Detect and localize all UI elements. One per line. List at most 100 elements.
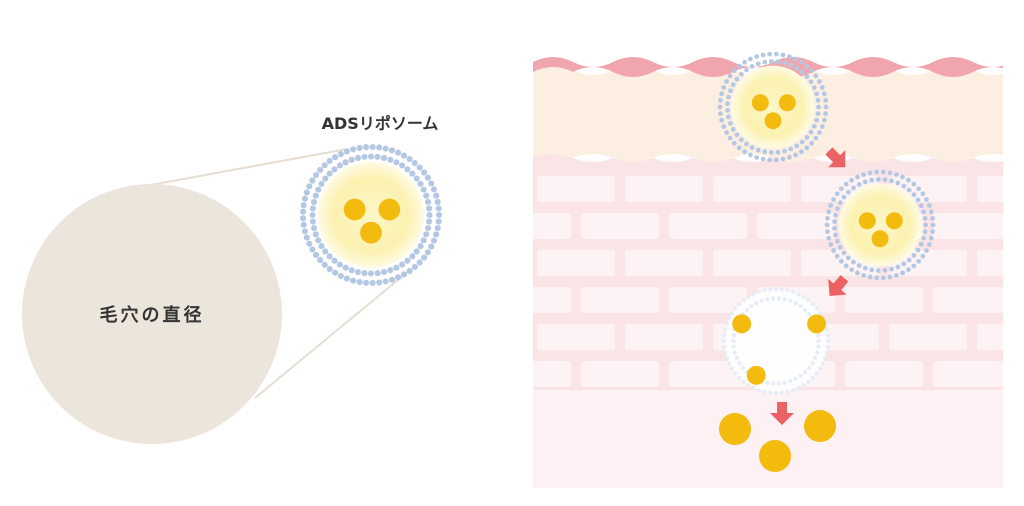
membrane-dot <box>754 301 759 306</box>
membrane-dot <box>318 180 325 187</box>
membrane-dot <box>807 312 812 317</box>
membrane-dot <box>843 181 849 187</box>
membrane-dot <box>806 298 811 303</box>
membrane-dot <box>782 380 787 385</box>
membrane-dot <box>822 355 828 361</box>
membrane-dot <box>322 248 329 255</box>
membrane-dot <box>815 97 821 103</box>
membrane-dot <box>831 248 836 253</box>
skin-cell <box>581 361 659 387</box>
membrane-dot <box>387 267 394 274</box>
membrane-dot <box>369 279 376 287</box>
membrane-dot <box>354 154 362 162</box>
pore-zoom-section: 毛穴の直径 ADSリポソーム <box>22 114 443 444</box>
membrane-dot <box>841 194 847 200</box>
membrane-dot <box>773 51 779 57</box>
membrane-dot <box>411 263 418 271</box>
membrane-dot <box>718 97 723 103</box>
membrane-dot <box>817 79 822 84</box>
membrane-dot <box>336 261 343 268</box>
membrane-dot <box>798 304 803 309</box>
membrane-dot <box>804 145 810 151</box>
skin-cell <box>581 287 659 313</box>
membrane-dot <box>728 120 733 126</box>
membrane-dot <box>841 250 847 256</box>
membrane-dot <box>363 279 370 286</box>
membrane-dot <box>406 267 413 275</box>
membrane-dot <box>725 101 730 107</box>
membrane-dot <box>309 177 316 184</box>
membrane-dot <box>336 162 343 169</box>
membrane-dot <box>751 385 756 391</box>
membrane-dot <box>803 307 808 312</box>
membrane-dot <box>921 235 927 241</box>
membrane-dot <box>342 264 349 271</box>
membrane-dot <box>793 56 798 62</box>
active-ingredient-particle <box>871 230 889 248</box>
arrow-down <box>770 402 794 425</box>
membrane-dot <box>809 140 815 146</box>
membrane-dot <box>746 294 751 300</box>
membrane-dot <box>814 91 820 97</box>
membrane-dot <box>799 149 804 155</box>
membrane-dot <box>835 206 840 212</box>
membrane-dot <box>915 197 921 203</box>
membrane-dot <box>348 156 355 163</box>
membrane-dot <box>755 147 761 153</box>
membrane-dot <box>300 215 307 222</box>
membrane-dot <box>731 344 736 349</box>
membrane-dot <box>843 263 849 269</box>
membrane-dot <box>399 162 406 169</box>
membrane-dot <box>825 338 831 344</box>
membrane-dot <box>382 278 389 285</box>
membrane-dot <box>875 268 881 273</box>
membrane-dot <box>799 139 805 145</box>
membrane-dot <box>920 191 926 197</box>
membrane-dot <box>821 91 827 97</box>
membrane-dot <box>801 382 806 388</box>
membrane-dot <box>337 150 344 158</box>
membrane-dot <box>906 257 912 263</box>
membrane-dot <box>786 155 792 160</box>
membrane-dot <box>808 129 814 135</box>
flow-arrows <box>770 147 849 425</box>
membrane-dot <box>809 68 815 74</box>
membrane-dot <box>738 71 744 77</box>
membrane-dot <box>426 211 433 219</box>
membrane-dot <box>413 248 420 255</box>
membrane-dot <box>734 76 740 82</box>
membrane-dot <box>826 209 832 215</box>
membrane-dot <box>367 153 375 160</box>
membrane-dot <box>793 152 798 158</box>
arrow-shape <box>825 147 846 168</box>
membrane-dot <box>374 270 381 277</box>
membrane-dot <box>930 215 935 221</box>
membrane-dot <box>762 149 768 155</box>
membrane-dot <box>804 63 810 69</box>
skin-cell <box>977 250 1003 276</box>
active-ingredient-particle <box>746 365 766 385</box>
skin-cell <box>537 176 615 202</box>
membrane-dot <box>833 212 838 218</box>
membrane-dot <box>755 61 761 67</box>
membrane-dot <box>815 350 820 355</box>
membrane-dot <box>773 286 779 292</box>
membrane-dot <box>744 307 749 312</box>
membrane-dot <box>918 241 924 247</box>
membrane-dot <box>832 225 837 231</box>
membrane-dot <box>393 264 400 271</box>
membrane-dot <box>825 215 830 221</box>
membrane-dot <box>790 387 796 393</box>
membrane-dot <box>804 74 810 79</box>
membrane-dot <box>926 203 932 208</box>
membrane-dot <box>838 258 844 264</box>
membrane-dot <box>309 218 316 225</box>
membrane-dot <box>806 379 811 384</box>
membrane-dot <box>889 178 894 184</box>
skin-cell <box>625 324 703 350</box>
membrane-dot <box>930 222 936 228</box>
membrane-dot <box>724 79 729 84</box>
membrane-dot <box>726 316 732 321</box>
membrane-dot <box>813 73 819 79</box>
membrane-dot <box>900 270 905 276</box>
